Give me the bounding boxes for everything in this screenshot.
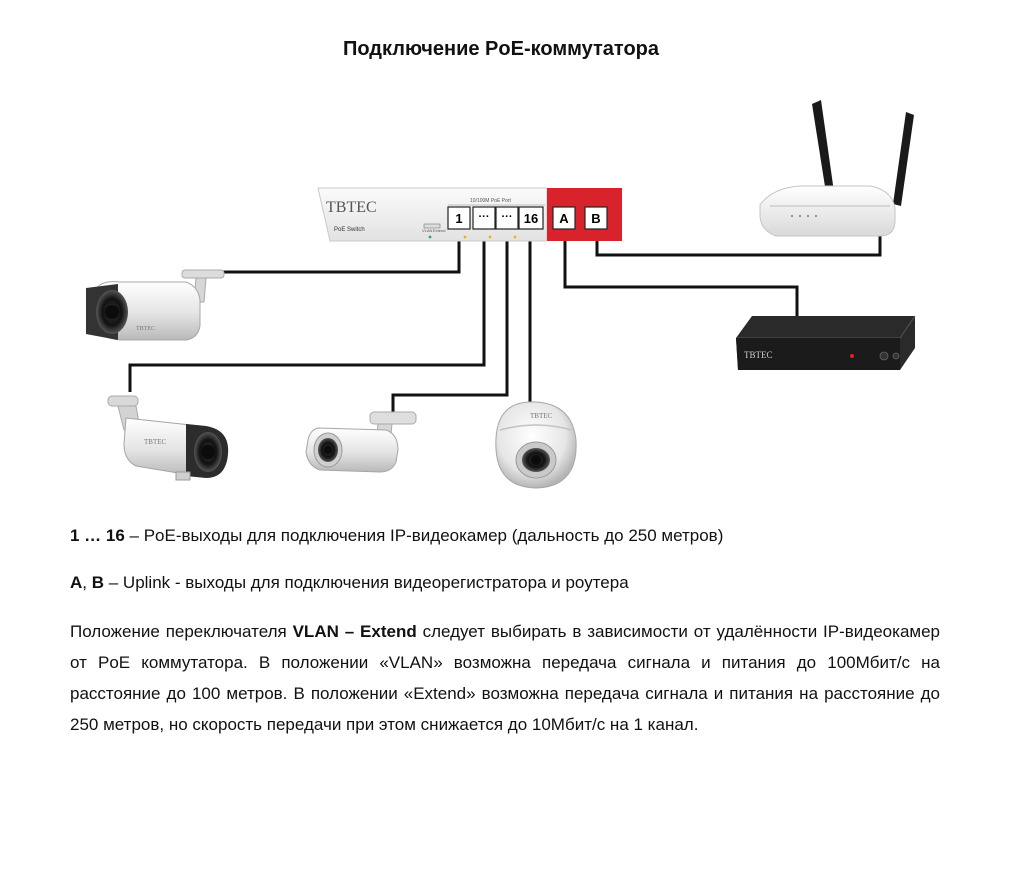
legend-poe-range: 1 … 16: [70, 526, 125, 545]
para-intro: Положение переключателя: [70, 622, 293, 641]
port-label-b: B: [591, 211, 600, 226]
port-box-2: [472, 206, 496, 230]
cable-uplinkA-nvr: [563, 232, 799, 316]
legend-poe-text: – PoE-выходы для подключения IP-видеокам…: [124, 526, 724, 545]
camera-bullet-3: [305, 411, 417, 473]
router-antenna-left: [812, 100, 834, 193]
cable-port1-camera1: [206, 232, 461, 274]
page-title: Подключение PoE-коммутатора: [342, 38, 660, 60]
port-box-3: [495, 206, 519, 230]
poe-switch: TBTEC PoE Switch 10/100M PoE Port VLAN E…: [317, 187, 622, 242]
router-leds: [791, 215, 817, 217]
legend-uplink-outputs: A, B – Uplink - выходы для подключения в…: [70, 567, 940, 598]
camera1-brand: TBTEC: [136, 326, 155, 332]
port-leds: [428, 235, 517, 239]
legend-uplink-sep: ,: [82, 573, 92, 592]
router: [759, 100, 914, 237]
port-label-16: 16: [524, 211, 538, 226]
vlan-extend-description: Положение переключателя VLAN – Extend сл…: [70, 616, 940, 740]
nvr-brand: TBTEC: [744, 350, 773, 360]
port-label-3: ···: [502, 211, 513, 223]
legend-uplink-b: B: [91, 573, 105, 592]
nvr-button-2: [892, 352, 900, 360]
camera-bullet-1: TBTEC: [86, 269, 225, 341]
port-box-16: [518, 206, 544, 230]
port-box-a: [552, 206, 576, 230]
para-body: следует выбирать в зависимости от удалён…: [70, 622, 940, 734]
camera-bullet-2: TBTEC: [107, 395, 229, 481]
nvr-led: [850, 354, 854, 358]
cables: [128, 226, 882, 417]
poe-ports: 1 ··· ··· 16: [447, 206, 544, 230]
port-box-b: [584, 206, 608, 230]
uplink-ports: A B: [552, 206, 608, 230]
router-antenna-right: [893, 112, 914, 206]
port-box-1: [447, 206, 471, 230]
cable-port3-camera3: [391, 232, 509, 417]
legend-uplink-a: A: [70, 573, 83, 592]
extend-switch-label: Extend: [433, 228, 445, 233]
para-switch-name: VLAN – Extend: [292, 622, 417, 641]
nvr-recorder: TBTEC: [736, 315, 916, 370]
camera4-brand: TBTEC: [530, 412, 552, 420]
vlan-switch-label: VLAN: [422, 228, 433, 233]
port-label-2: ···: [479, 211, 490, 223]
cable-port2-camera2: [128, 232, 486, 392]
camera-dome-4: TBTEC: [495, 401, 577, 489]
switch-model: PoE Switch: [334, 227, 365, 233]
cable-uplinkB-router: [595, 226, 882, 257]
port-group-label: 10/100M PoE Port: [470, 198, 511, 204]
port-label-1: 1: [455, 211, 462, 226]
legend-uplink-text: – Uplink - выходы для подключения видеор…: [104, 573, 629, 592]
nvr-button-1: [879, 351, 889, 361]
vlan-extend-switch: [423, 223, 441, 229]
legend-poe-outputs: 1 … 16 – PoE-выходы для подключения IP-в…: [70, 520, 940, 551]
switch-brand: TBTEC: [326, 199, 377, 216]
camera2-brand: TBTEC: [144, 438, 166, 446]
port-label-a: A: [559, 211, 569, 226]
